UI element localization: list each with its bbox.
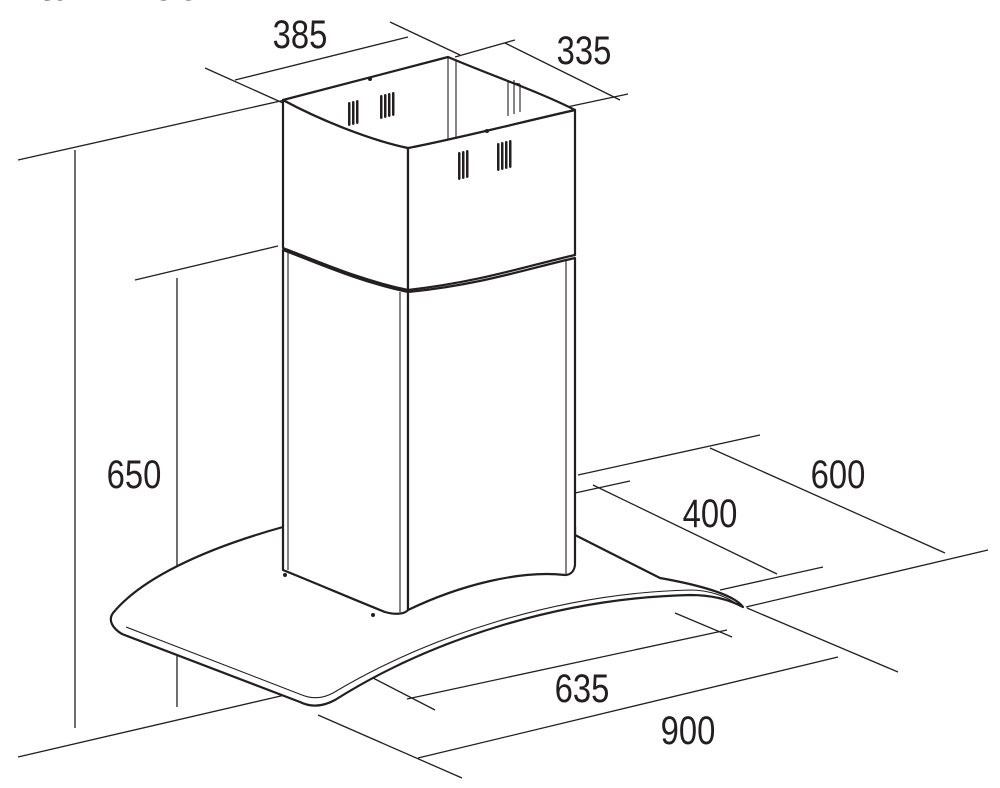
chimney-depth-dimension-line bbox=[504, 42, 621, 101]
canopy-width-right-extension bbox=[674, 612, 733, 638]
hood-depth-back-extension bbox=[577, 434, 761, 476]
screw-icon bbox=[368, 77, 372, 81]
hood-width-right-extension bbox=[746, 607, 899, 673]
vent-slots bbox=[348, 92, 512, 180]
canopy-glass-inner-edge bbox=[125, 589, 739, 699]
upper-chimney-top bbox=[281, 55, 577, 150]
glass-canopy bbox=[109, 525, 745, 707]
chimney-depth-right-extension bbox=[566, 93, 629, 108]
chimney-height-top-extension bbox=[134, 245, 279, 281]
vent-slot-group-1 bbox=[348, 100, 359, 126]
total-height-label: Mín. 872 / Máx. 1190 bbox=[0, 0, 200, 10]
canopy-width-dimension-line bbox=[406, 629, 728, 700]
lower-chimney-right-face bbox=[406, 256, 577, 612]
hood-depth-dimension-line bbox=[709, 447, 946, 554]
chimney bbox=[281, 55, 577, 617]
canopy-depth-front-extension bbox=[719, 566, 824, 591]
vent-slot-group-3 bbox=[458, 150, 469, 180]
canopy-depth-back-extension bbox=[574, 480, 631, 494]
lower-chimney-left-face bbox=[281, 248, 410, 615]
hood-depth-label: 600 bbox=[811, 452, 866, 497]
canopy-width-label: 635 bbox=[555, 666, 610, 711]
chimney-width-left-extension bbox=[204, 67, 284, 104]
dimension-labels: 385 335 600 400 635 900 650 Mín. 872 / M… bbox=[0, 0, 865, 753]
chimney-height-label: 650 bbox=[107, 452, 162, 497]
canopy-glass-outline bbox=[109, 525, 745, 707]
chimney-rail-bracket bbox=[507, 80, 521, 116]
upper-chimney-inner-back bbox=[447, 57, 457, 140]
total-height-bottom-extension bbox=[17, 694, 286, 758]
hood-depth-front-extension bbox=[745, 549, 989, 608]
screw-icon bbox=[371, 613, 375, 617]
chimney-depth-top-extension bbox=[454, 39, 516, 58]
total-height-top-extension bbox=[17, 99, 286, 161]
screw-icon bbox=[485, 129, 489, 133]
vent-slot-group-4 bbox=[497, 140, 512, 171]
hood-width-dimension-line bbox=[417, 656, 839, 759]
canopy-depth-dimension-line bbox=[592, 484, 778, 575]
hood-width-left-extension bbox=[317, 714, 463, 779]
dimension-lines bbox=[17, 21, 989, 779]
canopy-depth-label: 400 bbox=[683, 491, 738, 536]
chimney-width-right-extension bbox=[389, 21, 461, 56]
vent-slot-group-2 bbox=[380, 92, 395, 119]
hood-width-label: 900 bbox=[661, 708, 716, 753]
canopy-width-left-extension bbox=[372, 677, 436, 711]
chimney-width-label: 385 bbox=[273, 12, 328, 57]
chimney-width-dimension-line bbox=[234, 36, 409, 81]
chimney-depth-label: 335 bbox=[557, 28, 612, 73]
screw-icon bbox=[283, 573, 287, 577]
